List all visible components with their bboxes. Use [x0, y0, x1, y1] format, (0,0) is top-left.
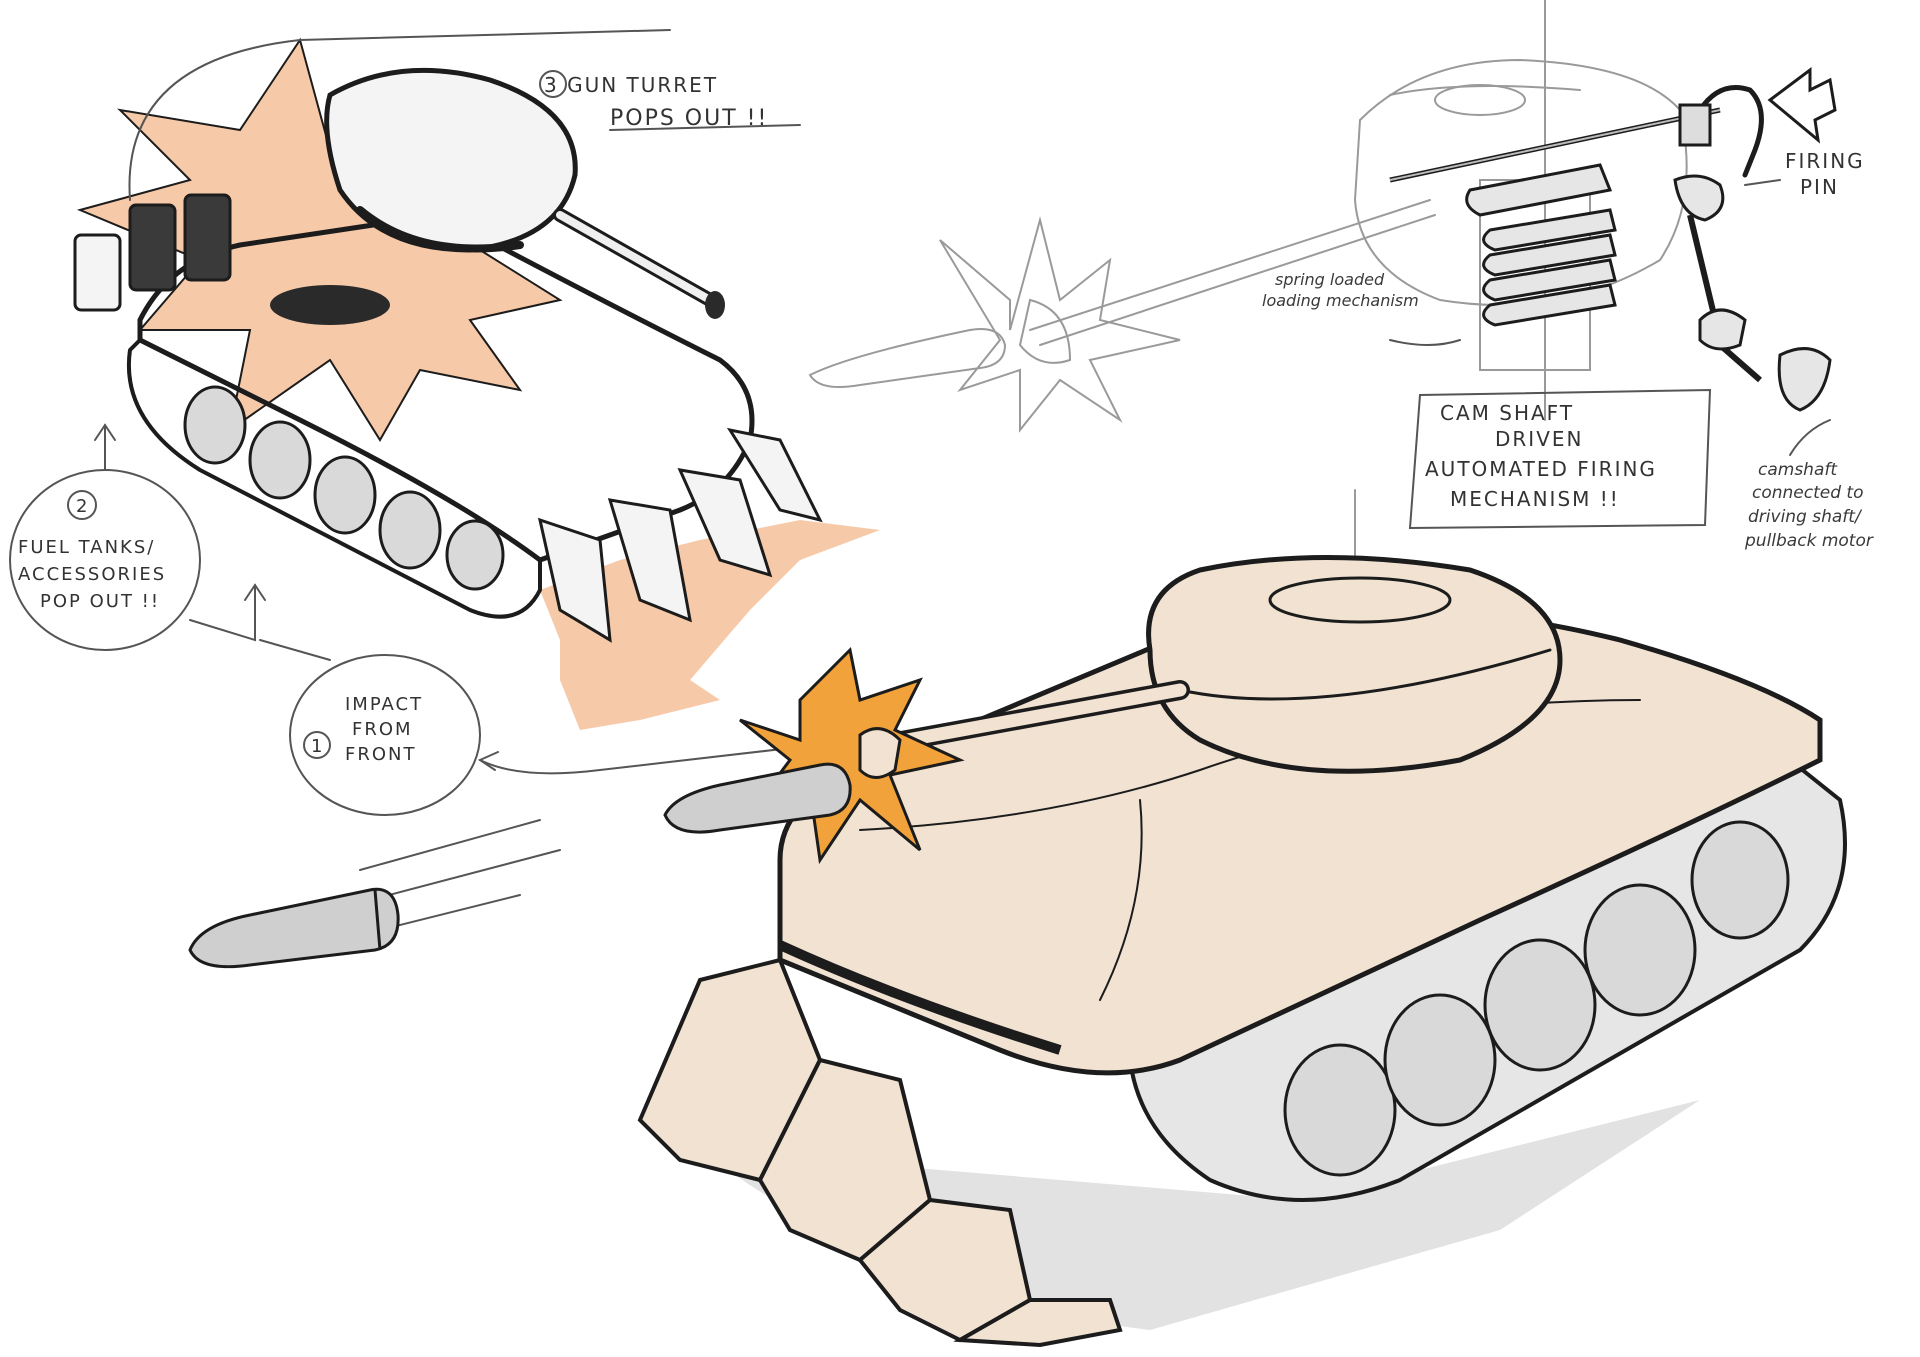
popped-turret	[324, 67, 725, 319]
label-camshaft-box: CAM SHAFT DRIVEN AUTOMATED FIRING MECHAN…	[1408, 388, 1712, 530]
label-fuel-tanks: 2 FUEL TANKS/ ACCESSORIES POP OUT !!	[9, 423, 266, 651]
svg-text:ACCESSORIES: ACCESSORIES	[18, 564, 166, 585]
main-tank-turret	[1146, 555, 1563, 774]
label-impact: 1 IMPACT FROM FRONT	[259, 639, 861, 816]
exploded-tank-view	[73, 29, 880, 730]
svg-text:loading mechanism: loading mechanism	[1262, 291, 1419, 310]
svg-text:CAM SHAFT: CAM SHAFT	[1440, 401, 1574, 425]
svg-text:pullback motor: pullback motor	[1744, 531, 1874, 551]
muzzle-flash	[739, 646, 965, 865]
svg-text:POP OUT !!: POP OUT !!	[40, 591, 160, 612]
svg-text:PIN: PIN	[1800, 175, 1839, 199]
label-camshaft-note: camshaft connected to driving shaft/ pul…	[1744, 419, 1874, 551]
turret-socket	[270, 285, 390, 325]
cam-linkage	[1673, 85, 1832, 412]
svg-text:IMPACT: IMPACT	[345, 694, 423, 715]
label-gun-turret: 3 GUN TURRET POPS OUT !!	[539, 70, 801, 131]
main-tank-view	[637, 489, 1847, 1348]
svg-text:MECHANISM !!: MECHANISM !!	[1450, 487, 1620, 511]
fired-shell	[663, 762, 852, 834]
main-tank-plough	[637, 957, 1123, 1348]
label-spring-loaded: spring loaded loading mechanism	[1262, 270, 1461, 346]
impact-burst-lower	[540, 520, 880, 730]
svg-text:FRONT: FRONT	[345, 744, 417, 765]
svg-text:1: 1	[311, 736, 324, 757]
main-tank-wheels	[1283, 820, 1790, 1177]
exploded-tank-wheels	[183, 385, 505, 591]
exploded-tank-track	[126, 338, 542, 619]
firing-mechanism-view	[808, 0, 1837, 433]
direction-arrow	[1767, 67, 1837, 144]
svg-text:FIRING: FIRING	[1785, 149, 1865, 173]
svg-text:connected to: connected to	[1752, 483, 1864, 503]
svg-text:driving shaft/: driving shaft/	[1748, 507, 1863, 527]
svg-text:3 GUN TURRET: 3 GUN TURRET	[544, 73, 718, 97]
svg-text:spring loaded: spring loaded	[1275, 270, 1385, 289]
svg-text:FUEL TANKS/: FUEL TANKS/	[18, 537, 155, 558]
svg-text:camshaft: camshaft	[1758, 460, 1838, 480]
popped-fuel-tanks	[73, 193, 232, 312]
exploded-tank-plough	[537, 427, 823, 643]
flying-shell	[188, 819, 561, 969]
svg-text:FROM: FROM	[352, 719, 413, 740]
magazine-shells	[1465, 163, 1617, 327]
svg-text:DRIVEN: DRIVEN	[1495, 427, 1583, 451]
svg-text:2: 2	[76, 496, 89, 517]
label-firing-pin: FIRING PIN	[1744, 149, 1865, 199]
svg-text:AUTOMATED FIRING: AUTOMATED FIRING	[1425, 457, 1657, 481]
